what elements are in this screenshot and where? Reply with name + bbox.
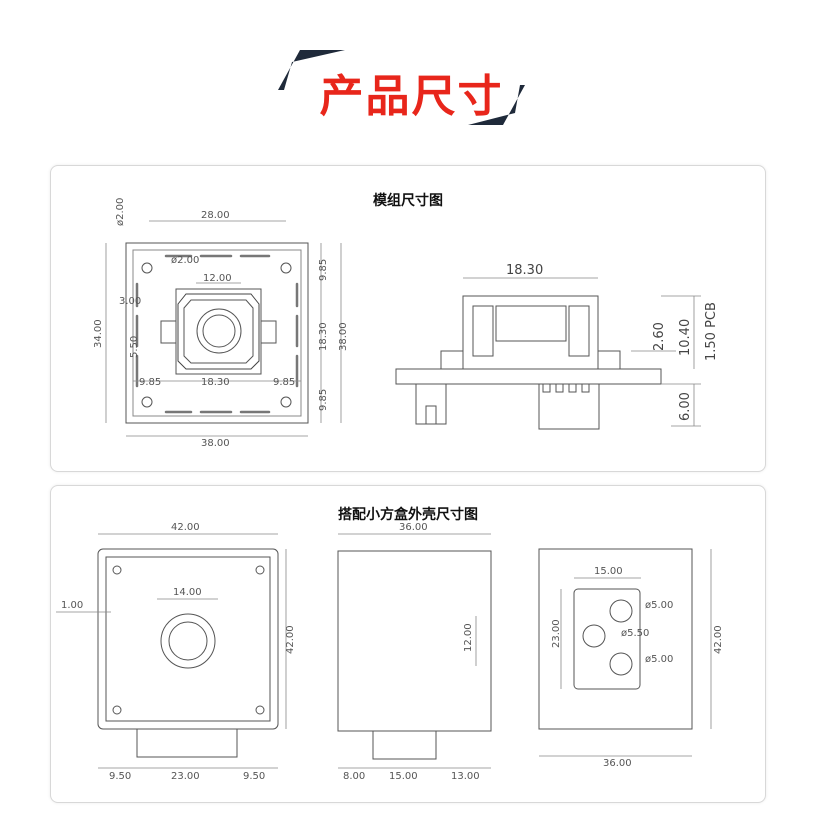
case-dimension-panel: 搭配小方盒外壳尺寸图	[50, 485, 766, 803]
dim-bottom-right: 9.85	[273, 377, 295, 388]
header-decoration	[278, 50, 525, 125]
dim-side-d1: 2.60	[652, 322, 667, 351]
dim-top-width: 28.00	[201, 210, 230, 221]
side-dim-b1: 8.00	[343, 771, 365, 782]
case-hole-br	[255, 705, 265, 715]
back-screw-top	[609, 599, 633, 623]
side-dim-height: 12.00	[463, 623, 474, 652]
case-lens-inner	[168, 621, 208, 661]
back-dim-inner-width: 15.00	[594, 566, 623, 577]
dim-side-d2: 10.40	[678, 319, 693, 356]
case-hole-tl	[112, 565, 122, 575]
case-lens-outer	[160, 613, 216, 669]
dim-hole-inner: ø2.00	[171, 255, 199, 266]
mount-hole-bl	[141, 396, 153, 408]
case-panel-title: 搭配小方盒外壳尺寸图	[338, 507, 478, 523]
back-dim-inner-height: 23.00	[551, 619, 562, 648]
case-drawing: 42.00 14.00 1.00 42.00 9.50 23.00 9.50 3…	[56, 522, 724, 782]
dim-right-mid: 18.30	[318, 322, 329, 351]
side-connector-left	[415, 383, 447, 425]
back-dim-d2: ø5.50	[621, 628, 649, 639]
side-dim-width: 36.00	[399, 522, 428, 533]
case-dim-b3: 9.50	[243, 771, 265, 782]
side-pcb	[395, 368, 662, 385]
dim-side-pcb: 1.50 PCB	[704, 302, 719, 361]
page-title: 产品尺寸	[319, 71, 504, 122]
case-back	[538, 548, 693, 730]
back-dim-height: 42.00	[713, 625, 724, 654]
side-lens-holder	[462, 295, 599, 370]
back-dim-d3: ø5.00	[645, 654, 673, 665]
case-front	[97, 548, 279, 730]
case-dim-b2: 23.00	[171, 771, 200, 782]
case-hole-tr	[255, 565, 265, 575]
mount-hole-tl	[141, 262, 153, 274]
dim-side-bottom: 6.00	[678, 392, 693, 421]
side-dim-b3: 13.00	[451, 771, 480, 782]
page-header: 产品尺寸	[0, 40, 823, 130]
back-dim-d1: ø5.00	[645, 600, 673, 611]
case-dim-width: 42.00	[171, 522, 200, 533]
dim-right-bottom: 9.85	[318, 389, 329, 411]
mount-hole-tr	[280, 262, 292, 274]
back-dim-width: 36.00	[603, 758, 632, 769]
case-dim-inner: 14.00	[173, 587, 202, 598]
case-hole-bl	[112, 705, 122, 715]
back-screw-bottom	[609, 652, 633, 676]
dim-bottom-mid: 18.30	[201, 377, 230, 388]
dim-right-top: 9.85	[318, 259, 329, 281]
dim-bottom-total: 38.00	[201, 438, 230, 449]
dim-small-left: 5.50	[129, 336, 140, 358]
dim-bottom-left: 9.85	[139, 377, 161, 388]
case-dim-b1: 9.50	[109, 771, 131, 782]
side-dim-b2: 15.00	[389, 771, 418, 782]
mount-hole-br	[280, 396, 292, 408]
module-dimension-panel: 模组尺寸图	[50, 165, 766, 472]
dim-right-total: 38.00	[338, 322, 349, 351]
dim-lens-width: 12.00	[203, 273, 232, 284]
dim-side-width: 18.30	[506, 263, 543, 278]
header-slash-left	[278, 50, 345, 90]
module-board	[125, 242, 309, 424]
dim-offset-left: 3.00	[119, 296, 141, 307]
dim-height-left: 34.00	[93, 319, 104, 348]
lens	[196, 308, 242, 354]
header-slash-right	[468, 85, 525, 125]
case-dim-height: 42.00	[285, 625, 296, 654]
case-dim-left-offset: 1.00	[61, 600, 83, 611]
module-panel-title: 模组尺寸图	[373, 193, 443, 209]
back-hole-mid	[582, 624, 606, 648]
module-drawing: ø2.00 28.00 ø2.00 12.00 3.00 34.00 5.50 …	[93, 198, 719, 449]
dim-hole-top: ø2.00	[115, 198, 126, 226]
